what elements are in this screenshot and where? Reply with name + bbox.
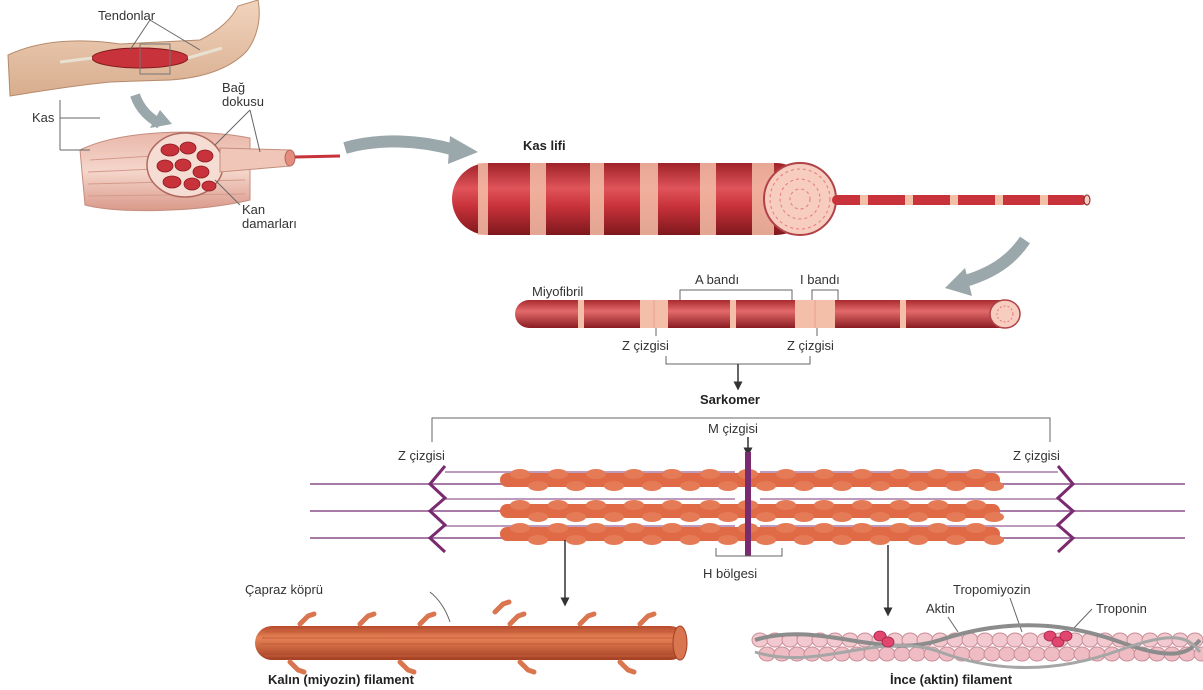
label-blood-vessels-2: damarları [242, 216, 297, 231]
thin-actin-filament [752, 625, 1203, 667]
label-sarcomere: Sarkomer [700, 392, 760, 407]
label-connective-tissue-1: Bağ [222, 80, 245, 95]
label-connective-tissue-2: dokusu [222, 94, 264, 109]
label-i-band: I bandı [800, 272, 840, 287]
label-sarcomere-z-right: Z çizgisi [1013, 448, 1060, 463]
label-tendons: Tendonlar [98, 8, 156, 23]
label-thick-filament: Kalın (miyozin) filament [268, 672, 415, 687]
label-blood-vessels-1: Kan [242, 202, 265, 217]
label-h-zone: H bölgesi [703, 566, 757, 581]
thick-myosin-filament [255, 602, 687, 672]
label-actin: Aktin [926, 601, 955, 616]
label-myofibril: Miyofibril [532, 284, 583, 299]
label-m-line: M çizgisi [708, 421, 758, 436]
label-tropomyosin: Tropomiyozin [953, 582, 1031, 597]
muscle-bundle-illustration [80, 132, 340, 210]
label-z-line-right: Z çizgisi [787, 338, 834, 353]
label-a-band: A bandı [695, 272, 739, 287]
label-z-line-left: Z çizgisi [622, 338, 669, 353]
sarcomere-detail [310, 452, 1185, 556]
label-thin-filament: İnce (aktin) filament [890, 672, 1013, 687]
myofibril [515, 300, 1020, 328]
label-muscle: Kas [32, 110, 55, 125]
arrow-bundle-to-fiber [345, 141, 455, 150]
label-troponin: Troponin [1096, 601, 1147, 616]
label-muscle-fiber: Kas lifi [523, 138, 566, 153]
label-cross-bridge: Çapraz köprü [245, 582, 323, 597]
arrow-fiber-to-myofibril [962, 240, 1025, 282]
label-sarcomere-z-left: Z çizgisi [398, 448, 445, 463]
muscle-fiber [452, 163, 1090, 235]
sarcomere-bracket [666, 356, 810, 364]
